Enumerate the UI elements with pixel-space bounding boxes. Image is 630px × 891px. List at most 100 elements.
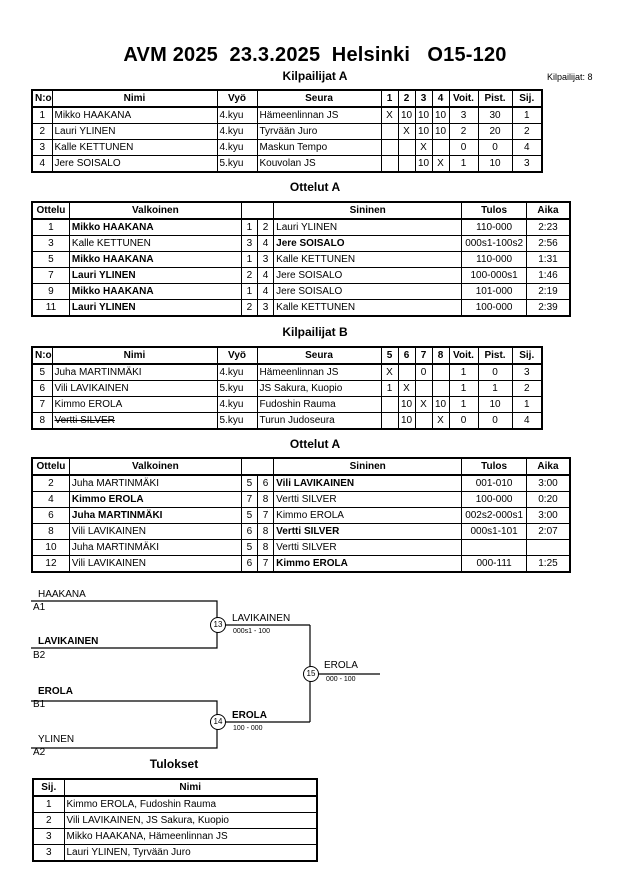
blue-cell: Lauri YLINEN <box>273 218 463 236</box>
col-r1: 5 <box>380 346 399 365</box>
name-cell: Vili LAVIKAINEN <box>51 380 218 397</box>
points-cell: 0 <box>477 412 513 430</box>
pool-a-header-row: N:o Nimi Vyö Seura 1 2 3 4 Voit. Pist. S… <box>31 89 543 108</box>
score-cell <box>380 155 399 173</box>
time-cell: 3:00 <box>525 474 571 492</box>
time-cell <box>525 539 571 556</box>
no-cell: 8 <box>31 412 53 430</box>
m15-score: 000 - 100 <box>326 676 356 683</box>
club-cell: Tyrvään Juro <box>256 123 382 140</box>
bracket-ylinen: YLINEN <box>38 734 75 745</box>
wins-cell: 1 <box>448 396 479 413</box>
time-cell: 2:23 <box>525 218 571 236</box>
bracket-haakana: HAAKANA <box>38 589 86 600</box>
match-cell: 10 <box>31 539 70 556</box>
white-cell: Vili LAVIKAINEN <box>68 523 242 540</box>
table-row: 5 Juha MARTINMÄKI 4.kyu Hämeenlinnan JS … <box>31 363 543 381</box>
wins-cell: 2 <box>448 123 479 140</box>
table-row: 3 Mikko HAAKANA, Hämeenlinnan JS <box>32 828 318 845</box>
match-cell: 8 <box>31 523 70 540</box>
name-cell: Juha MARTINMÄKI <box>51 363 218 381</box>
name-cell: Lauri YLINEN <box>51 123 218 140</box>
blue-cell: Vertti SILVER <box>273 523 463 540</box>
result-cell: 100-000s1 <box>461 267 527 284</box>
col-r1: 1 <box>380 89 399 108</box>
white-cell: Mikko HAAKANA <box>68 218 242 236</box>
wins-cell: 0 <box>448 412 479 430</box>
blue-cell: Jere SOISALO <box>273 267 463 284</box>
name-cell: Kalle KETTUNEN <box>51 139 218 156</box>
blue-no-cell: 8 <box>256 539 275 556</box>
score-cell: 10 <box>397 106 416 124</box>
place-cell: 3 <box>32 828 65 845</box>
belt-cell: 4.kyu <box>216 123 258 140</box>
white-cell: Mikko HAAKANA <box>68 251 242 268</box>
white-no-cell: 5 <box>240 539 258 556</box>
score-cell <box>431 139 450 156</box>
white-no-cell: 5 <box>240 474 258 492</box>
place-cell: 2 <box>511 380 543 397</box>
match-cell: 5 <box>31 251 70 268</box>
white-cell: Kalle KETTUNEN <box>68 235 242 252</box>
bracket-lavikainen: LAVIKAINEN <box>38 636 99 647</box>
match-cell: 6 <box>31 507 70 524</box>
score-cell: X <box>414 139 433 156</box>
col-club: Seura <box>256 89 382 108</box>
score-cell: X <box>397 380 416 397</box>
name-cell: Jere SOISALO <box>51 155 218 173</box>
table-row: 7 Lauri YLINEN 2 4 Jere SOISALO 100-000s… <box>31 267 571 284</box>
place-cell: 3 <box>511 155 543 173</box>
match-cell: 9 <box>31 283 70 300</box>
score-cell <box>431 363 450 381</box>
place-cell: 1 <box>32 795 65 813</box>
score-cell <box>380 123 399 140</box>
blue-no-cell: 4 <box>256 267 275 284</box>
place-cell: 3 <box>32 844 65 862</box>
col-time: Aika <box>525 201 571 220</box>
belt-cell: 5.kyu <box>216 412 258 430</box>
blue-no-cell: 3 <box>256 251 275 268</box>
points-cell: 0 <box>477 363 513 381</box>
blue-cell: Vertti SILVER <box>273 491 463 508</box>
result-cell: 000s1-101 <box>461 523 527 540</box>
time-cell: 3:00 <box>525 507 571 524</box>
score-cell: X <box>431 155 450 173</box>
no-cell: 7 <box>31 396 53 413</box>
page-title: AVM 2025 23.3.2025 Helsinki O15-120 <box>123 44 507 66</box>
match-13-marker: 13 <box>210 617 226 633</box>
score-cell: 10 <box>431 106 450 124</box>
score-cell <box>414 380 433 397</box>
wins-cell: 1 <box>448 363 479 381</box>
white-no-cell: 6 <box>240 555 258 573</box>
result-cell: 110-000 <box>461 218 527 236</box>
col-r4: 8 <box>431 346 450 365</box>
matches-a-table: Ottelu Valkoinen Sininen Tulos Aika 1 Mi… <box>31 201 571 317</box>
white-no-cell: 1 <box>240 218 258 236</box>
white-cell: Juha MARTINMÄKI <box>68 507 242 524</box>
table-row: 1 Mikko HAAKANA 4.kyu Hämeenlinnan JS X … <box>31 106 543 124</box>
score-cell <box>397 155 416 173</box>
time-cell: 1:31 <box>525 251 571 268</box>
blue-cell: Kalle KETTUNEN <box>273 251 463 268</box>
white-cell: Lauri YLINEN <box>68 299 242 317</box>
white-no-cell: 7 <box>240 491 258 508</box>
name-cell: Kimmo EROLA <box>51 396 218 413</box>
score-cell <box>397 139 416 156</box>
table-row: 2 Juha MARTINMÄKI 5 6 Vili LAVIKAINEN 00… <box>31 474 571 492</box>
white-no-cell: 1 <box>240 283 258 300</box>
score-cell: 0 <box>414 363 433 381</box>
white-no-cell: 1 <box>240 251 258 268</box>
score-cell <box>380 139 399 156</box>
blue-no-cell: 3 <box>256 299 275 317</box>
bracket-seed-b1: B1 <box>33 699 46 710</box>
blue-no-cell: 6 <box>256 474 275 492</box>
participants-count: Kilpailijat: 8 <box>547 72 593 82</box>
result-cell <box>461 539 527 556</box>
score-cell: X <box>397 123 416 140</box>
blue-cell: Vili LAVIKAINEN <box>273 474 463 492</box>
points-cell: 1 <box>477 380 513 397</box>
result-cell: 001-010 <box>461 474 527 492</box>
name-cell: Vili LAVIKAINEN, JS Sakura, Kuopio <box>63 812 318 829</box>
m15-winner: EROLA <box>324 660 358 671</box>
points-cell: 0 <box>477 139 513 156</box>
